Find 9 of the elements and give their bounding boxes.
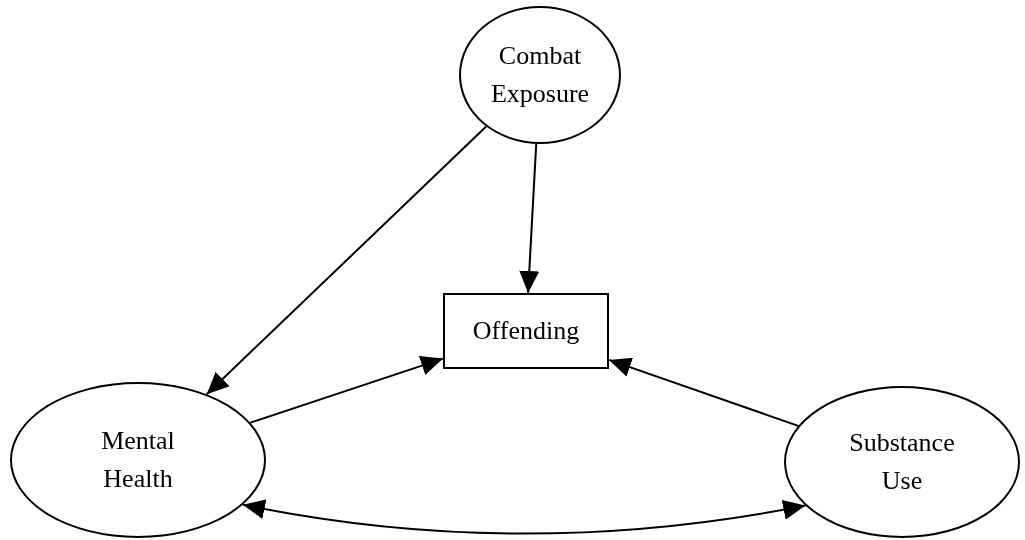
node-label: Combat Exposure bbox=[489, 40, 591, 110]
process-box bbox=[443, 293, 609, 369]
arrow bbox=[608, 357, 800, 427]
arrow bbox=[519, 142, 540, 294]
arrow bbox=[249, 356, 444, 424]
node-label: Substance Use bbox=[848, 427, 956, 497]
arrow bbox=[241, 499, 807, 535]
node-label: Mental Health bbox=[100, 425, 176, 495]
node-label: Offending bbox=[472, 315, 580, 348]
